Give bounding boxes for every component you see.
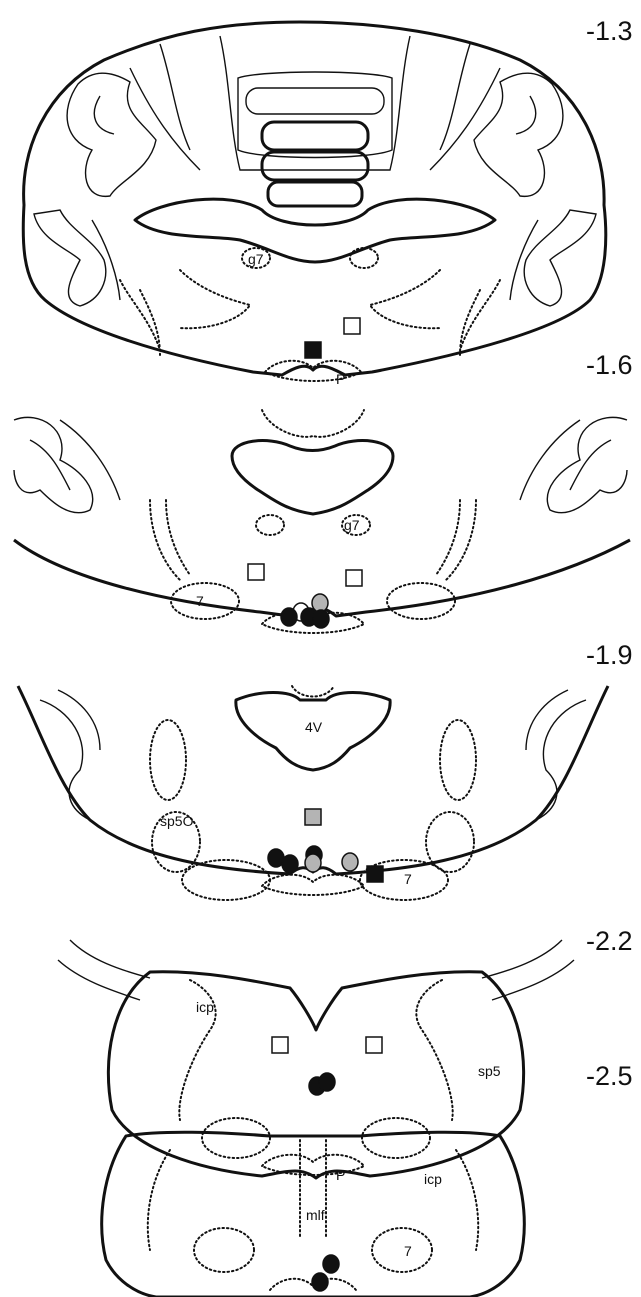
section-4-label-sp5: sp5 [478, 1063, 501, 1079]
section-3-gray-circle-marker [305, 854, 321, 872]
section-5-label-icp: icp [424, 1171, 442, 1187]
section-4-label-icp: icp [196, 999, 214, 1015]
section-1: g7 P [23, 22, 606, 387]
level-label-1: -1.3 [586, 16, 633, 46]
section-2-white-square-marker [248, 564, 264, 580]
section-3-label-sp5o: sp5O [160, 813, 194, 829]
section-2-gray-circle-marker [312, 594, 328, 612]
section-5-label-7: 7 [404, 1243, 412, 1259]
section-2-label-g7: g7 [344, 517, 360, 533]
section-5-black-circle-marker [323, 1255, 339, 1273]
section-1-label-p: P [336, 371, 345, 387]
section-5: icp mlf 7 [102, 1132, 525, 1297]
level-label-5: -2.5 [586, 1061, 633, 1091]
section-1-outline [23, 22, 606, 375]
section-4-black-circle-marker [319, 1073, 335, 1091]
section-3-gray-square-marker [305, 809, 321, 825]
section-4-outline [108, 972, 523, 1178]
marker-layer [248, 318, 383, 1291]
section-5-label-mlf: mlf [306, 1207, 325, 1223]
section-3-label-7: 7 [404, 871, 412, 887]
section-4-white-square-marker [366, 1037, 382, 1053]
section-3-black-square-marker [367, 866, 383, 882]
level-label-3: -1.9 [586, 640, 633, 670]
level-label-2: -1.6 [586, 350, 633, 380]
section-2-label-7: 7 [196, 593, 204, 609]
section-2-black-circle-marker [313, 610, 329, 628]
section-5-black-circle-marker [312, 1273, 328, 1291]
section-3-label-4v: 4V [305, 719, 323, 735]
section-1-label-g7: g7 [248, 251, 264, 267]
section-4-label-p: P [336, 1167, 345, 1183]
section-2-white-square-marker [346, 570, 362, 586]
section-1-black-square-marker [305, 342, 321, 358]
section-4: icp sp5 P [58, 940, 574, 1183]
section-4-white-square-marker [272, 1037, 288, 1053]
section-1-white-square-marker [344, 318, 360, 334]
section-2-black-circle-marker [281, 608, 297, 626]
section-3-black-circle-marker [282, 855, 298, 873]
section-3-gray-circle-marker [342, 853, 358, 871]
level-label-4: -2.2 [586, 926, 633, 956]
